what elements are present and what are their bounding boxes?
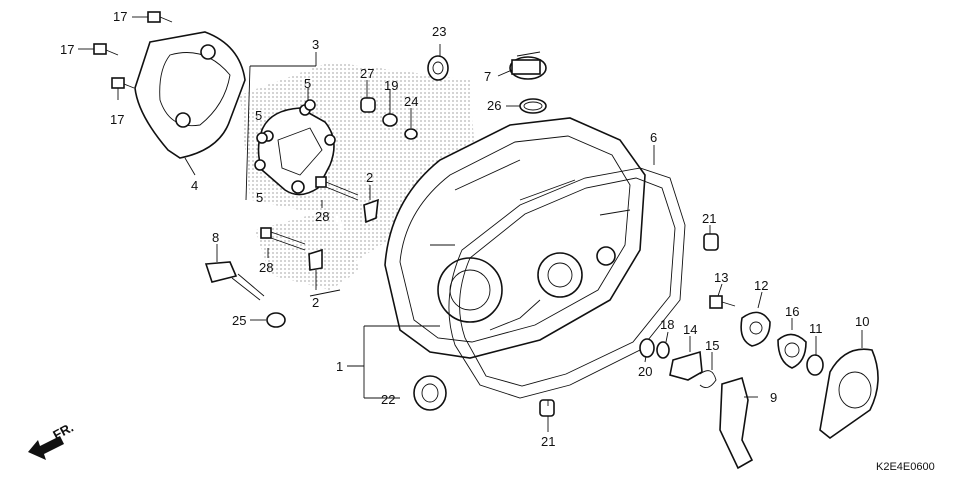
- callout-17b: 17: [60, 42, 74, 57]
- bolt-28-upper: [315, 176, 359, 201]
- callout-10: 10: [855, 314, 869, 329]
- outer-cover-guard: [134, 31, 246, 159]
- oil-seal-23: [427, 55, 449, 81]
- dowel-27: [360, 97, 376, 113]
- cover-gasket: [448, 167, 686, 399]
- dowel-21-upper: [703, 233, 719, 251]
- callout-8: 8: [212, 230, 219, 245]
- front-direction-indicator: FR.: [28, 420, 76, 460]
- callout-15: 15: [705, 338, 719, 353]
- holder-16: [777, 333, 807, 369]
- callout-13: 13: [714, 270, 728, 285]
- bolt-17-low: [111, 77, 135, 89]
- bolt-17-top: [147, 11, 173, 23]
- bearing-22: [413, 375, 447, 411]
- washer-19: [382, 113, 398, 127]
- callout-28b: 28: [259, 260, 273, 275]
- right-crankcase-cover: [384, 117, 646, 359]
- callout-2b: 2: [312, 295, 319, 310]
- callout-12: 12: [754, 278, 768, 293]
- front-arrow-icon: [28, 436, 64, 460]
- callout-21b: 21: [541, 434, 555, 449]
- callout-21a: 21: [702, 211, 716, 226]
- callout-2a: 2: [366, 170, 373, 185]
- stipple-region-lower: [255, 210, 360, 290]
- callout-14: 14: [683, 322, 697, 337]
- callout-23: 23: [432, 24, 446, 39]
- o-ring-25: [266, 312, 286, 328]
- cover-10: [819, 348, 879, 439]
- callout-1: 1: [336, 359, 343, 374]
- seal-11: [806, 354, 824, 376]
- bolt-13: [709, 295, 736, 309]
- bolt-17-mid: [93, 43, 119, 56]
- callout-26: 26: [487, 98, 501, 113]
- clip-2-lower: [308, 248, 323, 271]
- callout-6: 6: [650, 130, 657, 145]
- callout-22: 22: [381, 392, 395, 407]
- oil-filler-cap: [509, 51, 547, 80]
- arm-9: [719, 376, 754, 470]
- washer-18: [656, 341, 670, 359]
- callout-28a: 28: [315, 209, 329, 224]
- spring-15: [699, 370, 717, 389]
- callout-3: 3: [312, 37, 319, 52]
- diagram-code: K2E4E0600: [876, 461, 935, 473]
- callout-20: 20: [638, 364, 652, 379]
- callout-17a: 17: [113, 9, 127, 24]
- callout-4: 4: [191, 178, 198, 193]
- callout-17c: 17: [110, 112, 124, 127]
- leader-lines: [78, 16, 863, 432]
- callout-19: 19: [384, 78, 398, 93]
- dowel-21-lower: [539, 399, 555, 417]
- callout-18: 18: [660, 317, 674, 332]
- callout-27: 27: [360, 66, 374, 81]
- callout-5a: 5: [304, 76, 311, 91]
- o-ring-24: [404, 128, 418, 140]
- washer-20: [639, 338, 655, 358]
- callout-24: 24: [404, 94, 418, 109]
- lever-shaft-8: [204, 261, 265, 301]
- o-ring-5c: [254, 159, 266, 171]
- bolt-28-lower: [260, 227, 306, 251]
- callout-5c: 5: [256, 190, 263, 205]
- o-ring-5a: [304, 99, 316, 111]
- callout-7: 7: [484, 69, 491, 84]
- callout-9: 9: [770, 390, 777, 405]
- callout-25: 25: [232, 313, 246, 328]
- callout-16: 16: [785, 304, 799, 319]
- callout-11: 11: [809, 321, 823, 336]
- callout-5b: 5: [255, 108, 262, 123]
- clip-2-upper: [363, 198, 379, 224]
- lever-14: [669, 350, 703, 381]
- o-ring-5b: [256, 132, 268, 144]
- plate-12: [740, 311, 771, 347]
- callout-labels: 17 17 17 3 5 5 5 4 23 27 19 24 7 26 6 2 …: [60, 9, 869, 449]
